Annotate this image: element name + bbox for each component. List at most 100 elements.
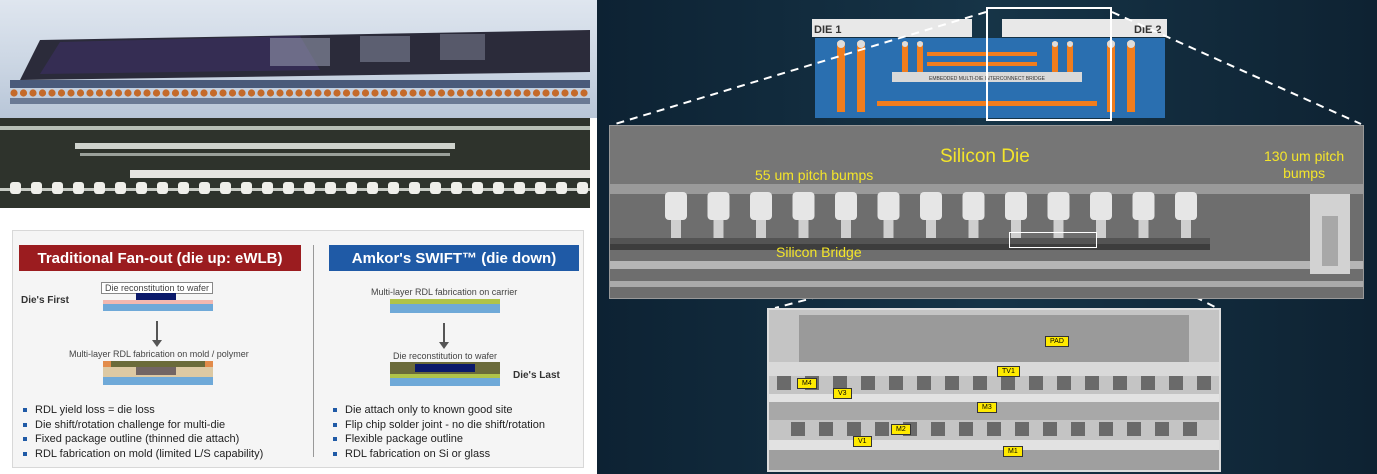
right-bullet-item: Die attach only to known good site — [333, 403, 545, 418]
solder-ball — [325, 182, 336, 194]
solder-ball — [437, 89, 446, 97]
pitch-130-line2: bumps — [1283, 165, 1326, 181]
bump-pillar — [671, 220, 681, 238]
solder-ball — [361, 89, 370, 97]
solder-ball — [29, 89, 37, 97]
solder-ball — [38, 89, 47, 97]
left-bullet-item: RDL yield loss = die loss — [23, 403, 263, 418]
m2-tag: M2 — [891, 424, 911, 435]
solder-ball — [133, 89, 142, 97]
solder-ball — [346, 182, 357, 194]
solder-ball — [152, 89, 161, 97]
emib-illustration-panel: DIE 1 DIE 2 EMBEDDED MULTI-DIE INTERCONN… — [597, 0, 1377, 474]
solder-ball — [295, 89, 303, 97]
left-bullet-item: RDL fabrication on mold (limited L/S cap… — [23, 447, 263, 462]
bump — [1005, 192, 1027, 220]
swift-header: Amkor's SWIFT™ (die down) — [329, 245, 579, 271]
bump — [1175, 192, 1197, 220]
solder-ball — [283, 182, 294, 194]
solder-ball — [304, 89, 313, 97]
slide-divider — [313, 245, 314, 457]
solder-ball — [276, 89, 284, 97]
solder-ball — [542, 89, 550, 97]
right-bullet-item: Flip chip solder joint - no die shift/ro… — [333, 418, 545, 433]
bump-pillar — [798, 220, 809, 238]
bump-pillar — [1053, 220, 1064, 238]
dies-first-label: Die's First — [21, 295, 69, 306]
solder-ball — [10, 182, 21, 194]
via-block — [959, 422, 973, 436]
solder-ball — [124, 89, 132, 97]
v3-tag: V3 — [833, 388, 852, 399]
solder-ball — [494, 89, 503, 97]
v1-tag: V1 — [853, 436, 872, 447]
bump — [877, 192, 900, 220]
via-block — [833, 376, 847, 390]
silicon-die-label: Silicon Die — [940, 146, 1030, 167]
package-side-photo — [0, 0, 597, 118]
solder-ball — [105, 89, 113, 97]
solder-ball — [409, 182, 420, 194]
solder-ball — [190, 89, 199, 97]
bump — [1132, 192, 1155, 220]
fanout-comparison-slide: Traditional Fan-out (die up: eWLB) Amkor… — [12, 230, 584, 468]
solder-ball — [570, 89, 579, 97]
m3-tag: M3 — [977, 402, 997, 413]
solder-ball — [466, 89, 474, 97]
m1-tag: M1 — [1003, 446, 1023, 457]
bump-pillar — [1011, 220, 1021, 238]
solder-ball — [504, 89, 512, 97]
solder-ball — [171, 89, 180, 97]
via-block — [1113, 376, 1127, 390]
m4-tag: M4 — [797, 378, 817, 389]
bump — [707, 192, 730, 220]
solder-ball — [67, 89, 75, 97]
bump-cross-section: Silicon Die 55 um pitch bumps 130 um pit… — [609, 125, 1364, 299]
via-block — [875, 422, 889, 436]
solder-ball — [200, 89, 208, 97]
bump — [962, 192, 985, 220]
solder-ball — [428, 89, 436, 97]
via-block — [777, 376, 791, 390]
solder-ball — [209, 89, 218, 97]
solder-ball — [314, 89, 322, 97]
via-block — [847, 422, 861, 436]
rdl-mold-layer-art — [103, 361, 213, 385]
die-reconstitution-caption-right: Die reconstitution to wafer — [393, 351, 498, 361]
right-bullet-list: Die attach only to known good site Flip … — [333, 403, 545, 461]
pitch-55-label: 55 um pitch bumps — [755, 167, 874, 183]
right-bullet-item: Flexible package outline — [333, 432, 545, 447]
bump — [792, 192, 815, 220]
bump — [1047, 192, 1070, 220]
die1-label: DIE 1 — [814, 24, 842, 36]
solder-ball — [52, 182, 63, 194]
rdl-on-mold-caption: Multi-layer RDL fabrication on mold / po… — [69, 349, 249, 359]
solder-ball — [247, 89, 256, 97]
solder-ball — [76, 89, 85, 97]
via-block — [1029, 376, 1043, 390]
pitch-130-label: 130 um pitch bumps — [1264, 148, 1344, 182]
solder-ball — [31, 182, 42, 194]
via-block — [1015, 422, 1029, 436]
cross-section-art — [610, 126, 1363, 287]
solder-ball — [451, 182, 462, 194]
via-block — [1155, 422, 1169, 436]
solder-ball — [556, 182, 567, 194]
solder-ball — [73, 182, 84, 194]
right-process-arrow — [439, 323, 449, 349]
solder-ball — [577, 182, 588, 194]
bump-pillar — [713, 220, 724, 238]
solder-ball — [523, 89, 531, 97]
solder-ball — [48, 89, 56, 97]
solder-ball — [456, 89, 465, 97]
solder-ball — [447, 89, 455, 97]
left-bullet-item: Die shift/rotation challenge for multi-d… — [23, 418, 263, 433]
bump-pillar — [841, 220, 851, 238]
via-block — [945, 376, 959, 390]
solder-ball — [371, 89, 379, 97]
solder-ball — [513, 89, 522, 97]
solder-ball — [219, 89, 227, 97]
solder-ball — [551, 89, 560, 97]
left-bullet-item: Fixed package outline (thinned die attac… — [23, 432, 263, 447]
via-block — [1001, 376, 1015, 390]
